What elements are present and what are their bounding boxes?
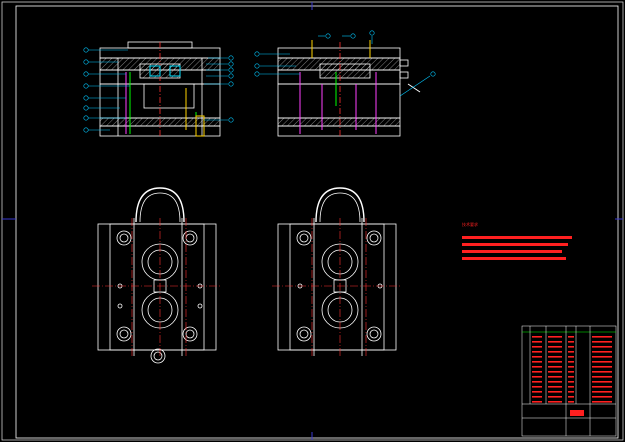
parts-list-cell xyxy=(532,376,542,378)
plan-view-left xyxy=(97,187,217,364)
section-view-right-parts xyxy=(299,40,421,134)
parts-list-cell xyxy=(568,341,574,343)
parts-list-cell xyxy=(592,346,612,348)
parts-list-cell xyxy=(592,396,612,398)
section-view-left-parts xyxy=(125,65,205,137)
leader-lines-left xyxy=(83,47,234,133)
parts-list-cell xyxy=(592,336,612,338)
tech-note-line xyxy=(462,243,568,246)
parts-list-cell xyxy=(568,401,574,403)
parts-list-cell xyxy=(568,381,574,383)
parts-list-cell xyxy=(532,336,542,338)
parts-list-cell xyxy=(568,336,574,338)
parts-list-cell xyxy=(568,396,574,398)
parts-list-cell xyxy=(548,336,562,338)
plan-view-right xyxy=(277,187,397,356)
parts-list-cell xyxy=(532,401,542,403)
parts-list-cell xyxy=(548,361,562,363)
parts-list-cell xyxy=(592,356,612,358)
parts-list-cell xyxy=(548,396,562,398)
parts-list-cell xyxy=(548,366,562,368)
parts-list-cell xyxy=(568,346,574,348)
tech-note-line xyxy=(462,257,566,260)
tech-notes-title: 技术要求 xyxy=(462,222,478,227)
leader-lines-right xyxy=(254,30,436,97)
parts-list-cell xyxy=(592,361,612,363)
parts-list-cell xyxy=(548,356,562,358)
parts-list-cell xyxy=(548,386,562,388)
section-view-right xyxy=(277,42,409,137)
tech-note-line xyxy=(462,250,562,253)
parts-list-cell xyxy=(532,381,542,383)
parts-list-cell xyxy=(548,351,562,353)
parts-list-cell xyxy=(532,361,542,363)
parts-list-cell xyxy=(568,351,574,353)
parts-list-cell xyxy=(532,346,542,348)
parts-list-cell xyxy=(548,381,562,383)
parts-list-cell xyxy=(548,401,562,403)
parts-list-cell xyxy=(532,371,542,373)
parts-list-cell xyxy=(592,371,612,373)
parts-list-cell xyxy=(592,401,612,403)
parts-list-cell xyxy=(532,391,542,393)
section-view-left xyxy=(99,41,221,137)
parts-list-cell xyxy=(548,391,562,393)
parts-list-cell xyxy=(592,351,612,353)
parts-list-cell xyxy=(548,341,562,343)
plan-view-left-centerlines xyxy=(92,218,222,356)
parts-list-cell xyxy=(532,366,542,368)
parts-list-cell xyxy=(592,381,612,383)
plan-view-right-centerlines xyxy=(272,218,402,356)
parts-list-table xyxy=(521,325,617,437)
parts-list-cell xyxy=(592,366,612,368)
parts-list-cell xyxy=(568,371,574,373)
parts-list-cell xyxy=(532,351,542,353)
parts-list-cell xyxy=(568,356,574,358)
parts-list-cell xyxy=(592,391,612,393)
parts-list-cell xyxy=(568,366,574,368)
parts-list-cell xyxy=(532,356,542,358)
parts-list-cell xyxy=(592,376,612,378)
parts-list-cell xyxy=(592,341,612,343)
parts-list-rows xyxy=(532,336,612,403)
parts-list-cell xyxy=(568,376,574,378)
parts-list-cell xyxy=(532,341,542,343)
parts-list-cell xyxy=(532,396,542,398)
title-block-accent xyxy=(570,410,584,416)
parts-list-cell xyxy=(548,346,562,348)
parts-list-cell xyxy=(592,386,612,388)
parts-list-cell xyxy=(568,386,574,388)
parts-list-cell xyxy=(548,371,562,373)
tech-note-line xyxy=(462,236,572,239)
parts-list-cell xyxy=(568,361,574,363)
parts-list-cell xyxy=(568,391,574,393)
parts-list-cell xyxy=(532,386,542,388)
parts-list-cell xyxy=(548,376,562,378)
